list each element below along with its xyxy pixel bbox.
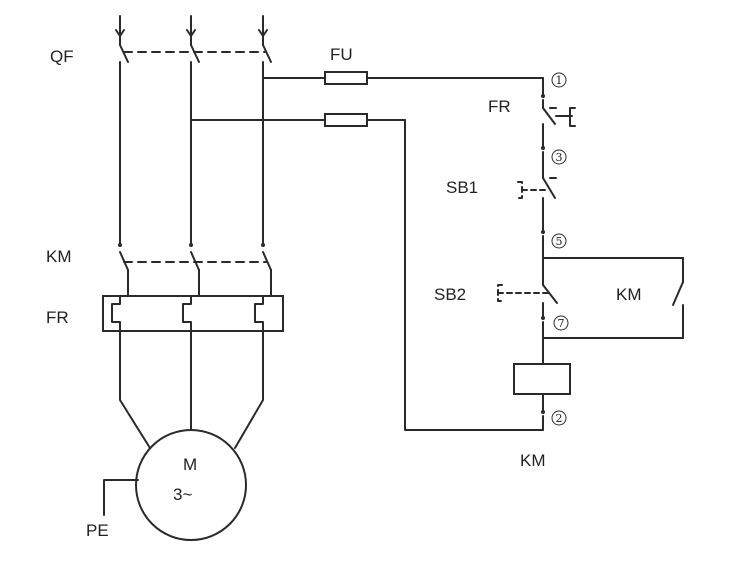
label-qf: QF [50, 47, 74, 66]
control-circuit [404, 77, 684, 431]
node-marker-2: 2 [551, 410, 567, 426]
label-km-main: KM [46, 247, 72, 266]
node-1-label: 1 [556, 74, 563, 87]
node-5-label: 5 [556, 235, 563, 248]
phase-conductors [119, 61, 264, 246]
fuse-fu [324, 71, 544, 127]
control-feed-wires [190, 77, 326, 121]
motor [135, 429, 247, 541]
label-fr-control: FR [488, 97, 511, 116]
pe-ground [103, 479, 139, 516]
label-fu: FU [330, 45, 353, 64]
circuit-breaker-qf [115, 15, 272, 63]
node-marker-3: 3 [551, 149, 567, 165]
node-marker-1: 1 [551, 72, 567, 88]
node-2-label: 2 [556, 412, 563, 425]
thermal-relay-fr-main [102, 295, 284, 332]
label-motor-m: M [183, 455, 197, 474]
label-km-coil: KM [520, 451, 546, 470]
label-sb1: SB1 [446, 178, 478, 197]
label-sb2: SB2 [434, 285, 466, 304]
contactor-main-contacts-km [118, 243, 272, 297]
node-marker-5: 5 [551, 233, 567, 249]
label-fr-main: FR [46, 308, 69, 327]
node-marker-7: 7 [553, 315, 569, 331]
label-motor-phase: 3~ [173, 485, 192, 504]
motor-leads [119, 330, 264, 449]
label-pe: PE [86, 521, 109, 540]
label-km-aux: KM [616, 285, 642, 304]
node-3-label: 3 [556, 151, 563, 164]
node-7-label: 7 [558, 317, 565, 330]
contactor-coil-km [513, 363, 571, 395]
